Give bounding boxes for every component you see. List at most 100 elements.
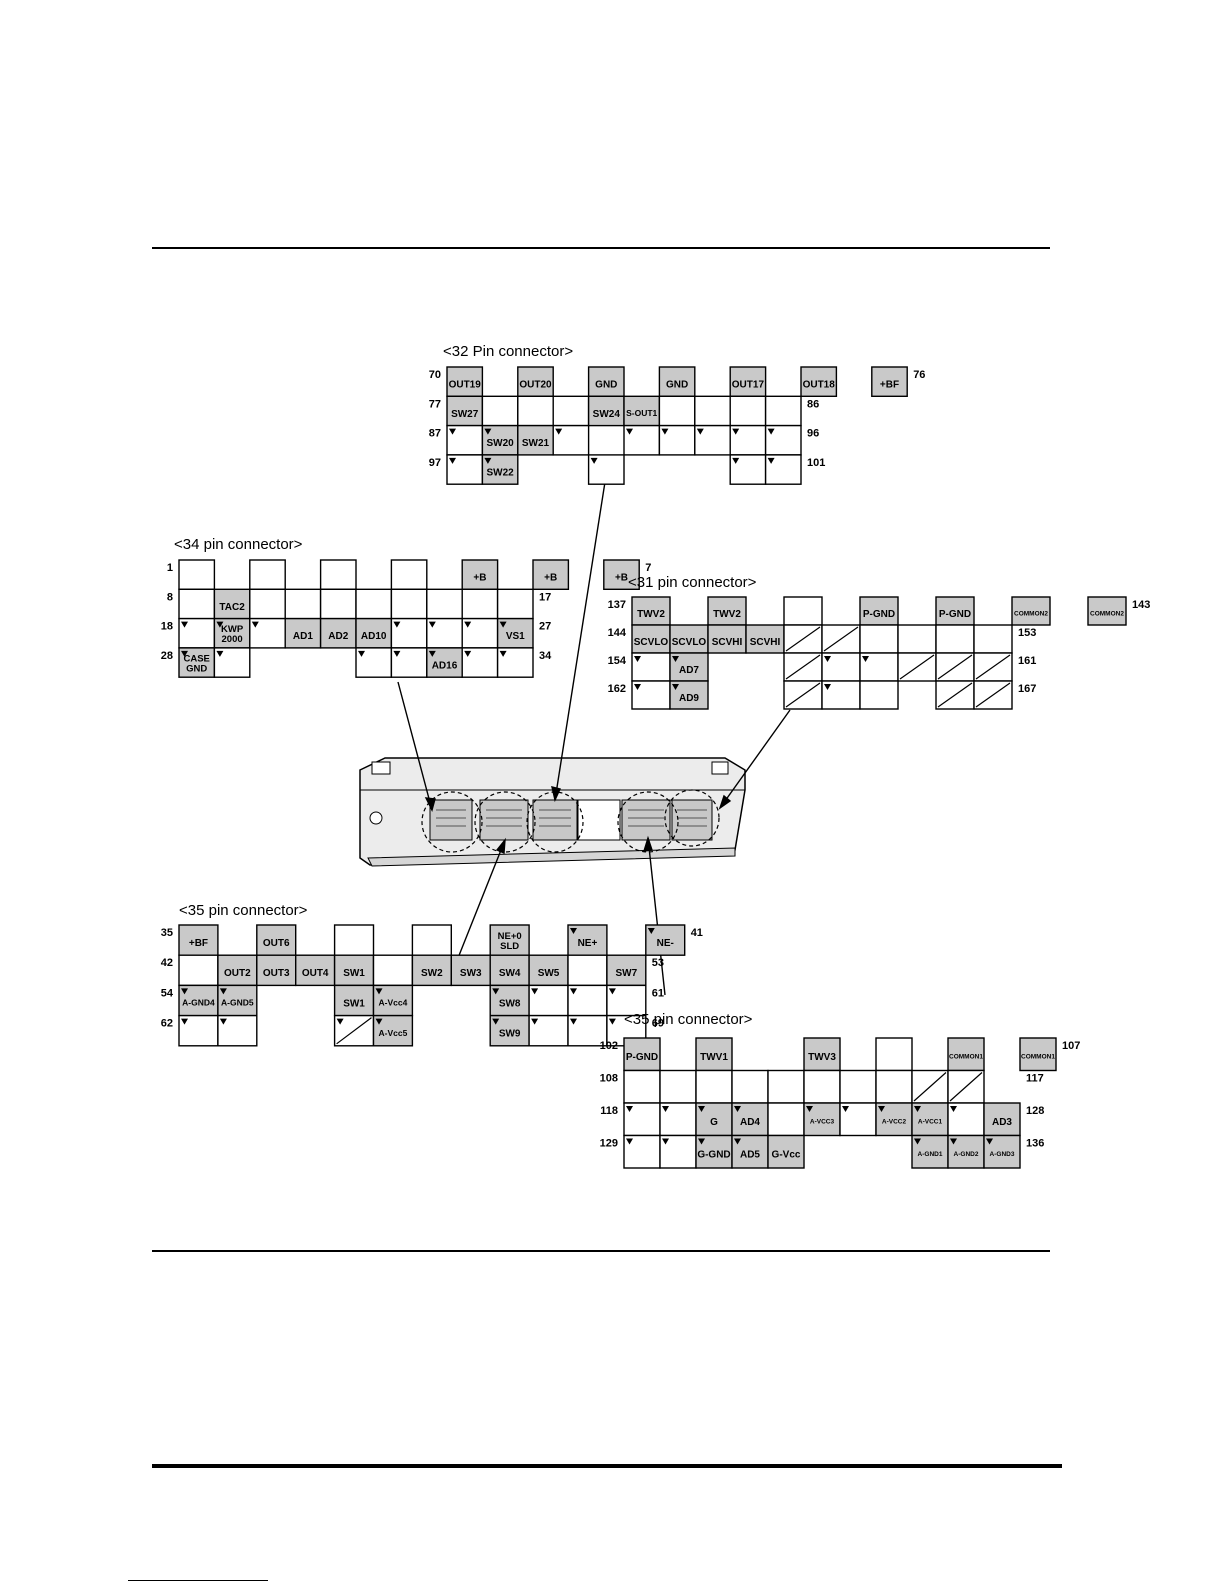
pin-cell [178, 617, 216, 649]
pin-cell: GND [587, 366, 625, 397]
pin-cavity [1019, 1037, 1057, 1072]
pin-cavity [767, 1134, 805, 1169]
pin-cell: A-VCC2 [875, 1102, 913, 1137]
row-start-pin: 108 [600, 1073, 618, 1085]
pin-label: SW21 [522, 438, 550, 449]
pin-cell [390, 588, 428, 620]
terminal-orientation-icon [950, 1106, 957, 1112]
pin-cell [859, 680, 899, 710]
pin-cavity [603, 559, 640, 590]
pin-cavity [859, 596, 899, 626]
pin-cavity [295, 954, 336, 987]
pin-cavity [935, 624, 975, 654]
pin-cell [567, 954, 608, 987]
pin-cavity [658, 395, 696, 427]
pin-cell [411, 924, 452, 956]
pin-cell [821, 624, 861, 654]
pin-label: +B [544, 572, 557, 583]
row-end-pin: 153 [1018, 627, 1036, 639]
pin-cavity [875, 1037, 913, 1072]
pin-cell [496, 588, 534, 620]
pin-label: +B [615, 572, 628, 583]
terminal-orientation-icon [375, 988, 383, 995]
pin-cavity [489, 924, 530, 956]
pin-label: SCVHI [750, 637, 781, 648]
pin-label: AD1 [293, 631, 313, 642]
pin-label: P-GND [939, 609, 971, 620]
pin-label: TWV3 [808, 1052, 836, 1063]
pin-cell [446, 454, 484, 485]
pin-label: SCVLO [634, 637, 669, 648]
row-start-pin: 129 [600, 1138, 618, 1150]
pin-cell: A-Vcc5 [372, 1014, 414, 1047]
terminal-orientation-icon [428, 650, 436, 657]
terminal-orientation-icon [734, 1138, 741, 1145]
row-end-pin: 34 [539, 650, 552, 662]
unused-cavity-mark [336, 1017, 372, 1045]
pin-label: G-GND [697, 1150, 730, 1161]
pin-label: A-VCC1 [918, 1119, 943, 1126]
pin-cell: TWV2 [707, 596, 747, 626]
pin-cell: NE- [645, 924, 686, 956]
pin-cell [659, 1134, 697, 1169]
pin-label: NE+ [578, 938, 598, 949]
pin-cavity [249, 559, 286, 590]
terminal-orientation-icon [181, 621, 188, 628]
pin-cell [839, 1069, 877, 1104]
pin-cell: AD10 [355, 617, 393, 649]
pin-cavity [517, 366, 554, 397]
pin-label: AD2 [328, 631, 348, 642]
pin-label: OUT18 [803, 379, 836, 390]
pin-cavity [767, 1102, 805, 1137]
pin-cell: AD4 [731, 1102, 769, 1137]
unused-cavity-mark [823, 626, 859, 652]
pin-cavity [355, 617, 393, 649]
pin-label: A-Vcc5 [379, 1028, 408, 1038]
pin-cell [783, 596, 823, 626]
pin-cell [803, 1069, 841, 1104]
pin-cell [623, 1134, 661, 1169]
pin-cell [947, 1102, 985, 1137]
terminal-orientation-icon [336, 1018, 344, 1025]
pin-cell: A-GND2 [947, 1134, 985, 1169]
pin-cell [729, 454, 767, 485]
pin-label: AD4 [740, 1117, 760, 1128]
pin-cell: OUT4 [295, 954, 336, 987]
pin-cell [426, 588, 463, 620]
pin-cavity [319, 588, 357, 620]
pin-cell: AD7 [669, 652, 709, 682]
top-rule [152, 247, 1050, 249]
pin-cell: G [695, 1102, 733, 1137]
pin-cavity [695, 1102, 733, 1137]
pin-cell [729, 424, 767, 456]
pin-cell: A-VCC1 [911, 1102, 949, 1137]
pin-cell: +BF [178, 924, 219, 956]
pin-label: TWV2 [637, 609, 665, 620]
row-start-pin: 8 [167, 591, 173, 603]
pin-label: SW1 [343, 968, 365, 979]
pin-cell: P-GND [623, 1037, 661, 1072]
pin-label: SW5 [538, 968, 560, 979]
pin-cell: OUT18 [800, 366, 838, 397]
pin-label: SW22 [486, 467, 514, 478]
pin-cell: SW3 [450, 954, 491, 987]
pin-cavity [178, 954, 219, 987]
pin-cell [528, 984, 569, 1017]
terminal-orientation-icon [672, 684, 679, 690]
pin-cavity [426, 588, 463, 620]
pin-label: SW1 [343, 998, 365, 1009]
pin-cavity [496, 588, 534, 620]
pin-cell [694, 395, 731, 427]
pin-label: AD3 [992, 1117, 1012, 1128]
pin-cell: +B [461, 559, 499, 590]
pin-cell: AD2 [319, 617, 357, 649]
pin-cell [390, 559, 428, 590]
pin-cavity [528, 954, 569, 987]
pin-cell: SW21 [517, 424, 554, 456]
row-end-pin: 53 [652, 957, 664, 969]
